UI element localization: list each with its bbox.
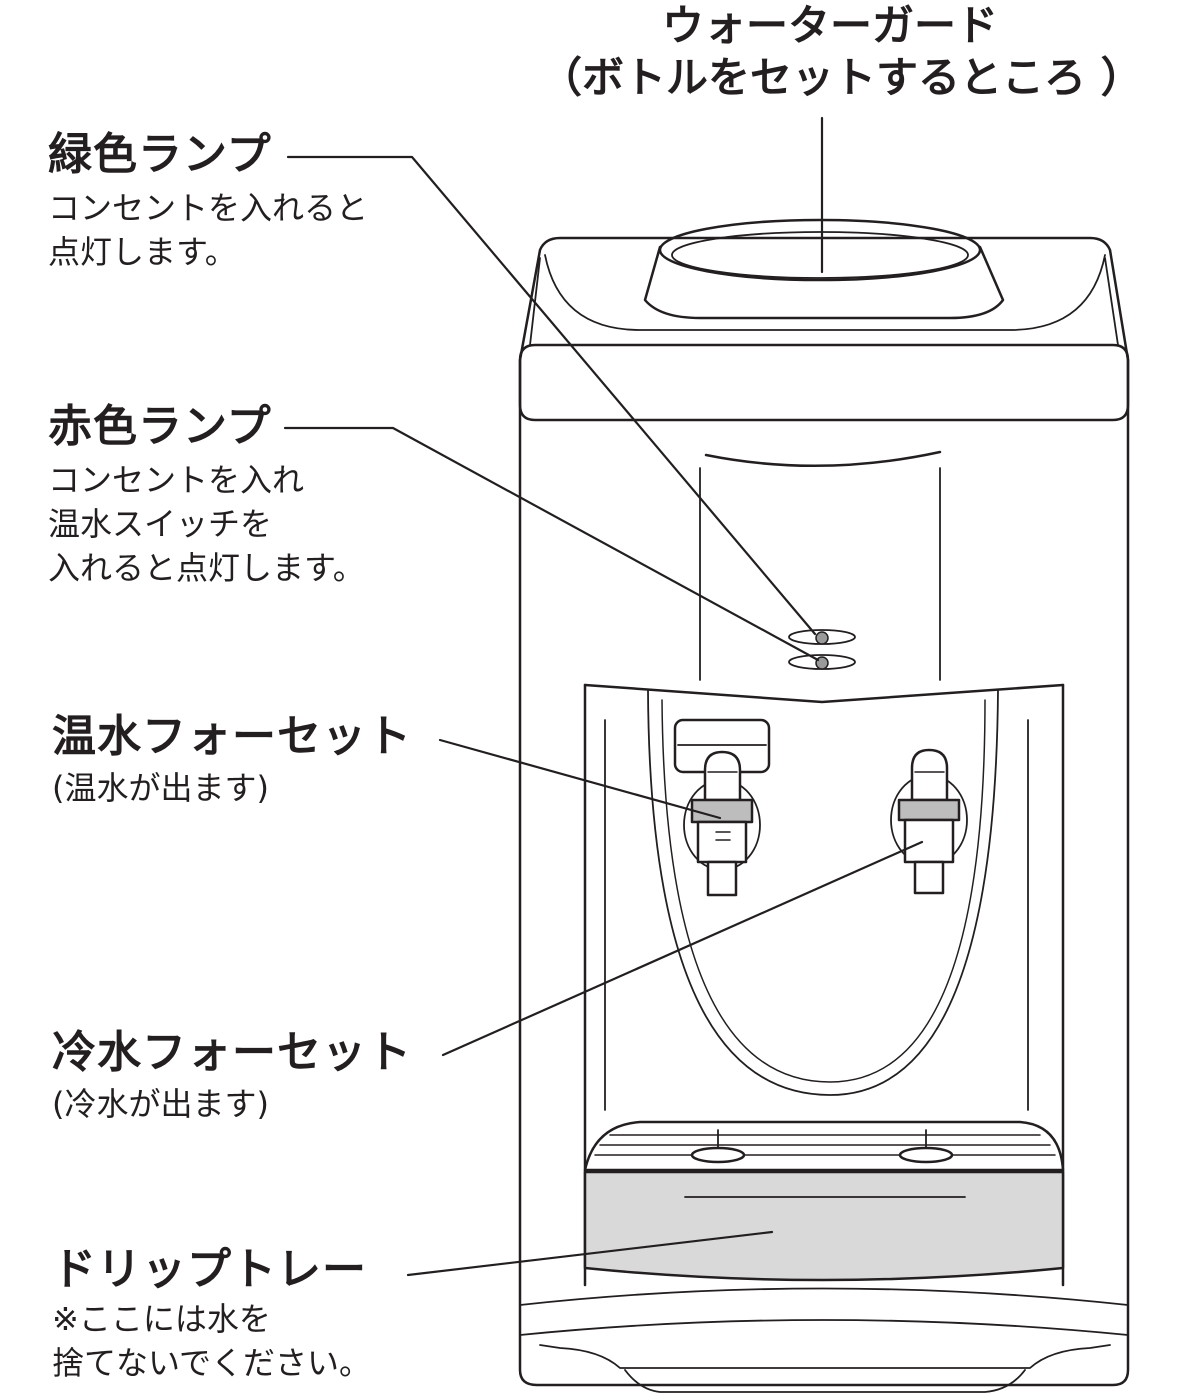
hot-faucet xyxy=(683,750,761,897)
drip-tray-desc-1: ※ここには水を xyxy=(52,1300,271,1338)
leader-green-lamp xyxy=(286,155,817,636)
water-guard-label: ウォーターガード （ボトルをセットするところ ） xyxy=(540,0,1143,104)
water-guard-subtitle: （ボトルをセットするところ ） xyxy=(540,53,1143,102)
green-lamp-label: 緑色ランプ コンセントを入れると 点灯します。 xyxy=(48,130,368,274)
cold-faucet-title: 冷水フォーセット xyxy=(52,1027,412,1078)
drip-tray-title: ドリップトレー xyxy=(52,1244,367,1295)
drip-tray-label: ドリップトレー ※ここには水を 捨てないでください。 xyxy=(52,1245,371,1385)
red-lamp-title: 赤色ランプ xyxy=(48,401,272,452)
green-lamp-desc-2: 点灯します。 xyxy=(48,233,237,271)
red-lamp-desc-3: 入れると点灯します。 xyxy=(48,549,365,587)
drip-tray xyxy=(583,1120,1065,1282)
dispenser-body xyxy=(518,236,1130,1387)
top-cap xyxy=(518,343,1130,422)
leader-red-lamp xyxy=(283,426,820,662)
drip-tray-desc-2: 捨てないでください。 xyxy=(52,1344,372,1382)
red-lamp-desc-1: コンセントを入れ xyxy=(48,461,305,499)
water-guard-title: ウォーターガード xyxy=(661,1,998,50)
green-lamp xyxy=(788,629,856,645)
hot-faucet-desc: (温水が出ます) xyxy=(52,769,269,807)
cold-faucet-desc: (冷水が出ます) xyxy=(52,1085,269,1123)
green-lamp-title: 緑色ランプ xyxy=(48,129,272,180)
red-lamp-label: 赤色ランプ コンセントを入れ 温水スイッチを 入れると点灯します。 xyxy=(48,402,365,590)
hot-faucet-title: 温水フォーセット xyxy=(52,711,412,762)
leader-hot-faucet xyxy=(438,738,722,820)
leader-drip-tray xyxy=(406,1230,774,1277)
leader-lines xyxy=(283,116,924,1277)
hot-faucet-label: 温水フォーセット (温水が出ます) xyxy=(52,712,412,810)
water-guard xyxy=(643,218,1005,320)
red-lamp-desc-2: 温水スイッチを xyxy=(48,505,273,543)
green-lamp-desc-1: コンセントを入れると xyxy=(48,189,369,227)
red-lamp xyxy=(788,654,856,670)
leader-cold-faucet xyxy=(441,840,924,1057)
cold-faucet xyxy=(890,748,968,895)
cold-faucet-label: 冷水フォーセット (冷水が出ます) xyxy=(52,1028,412,1126)
